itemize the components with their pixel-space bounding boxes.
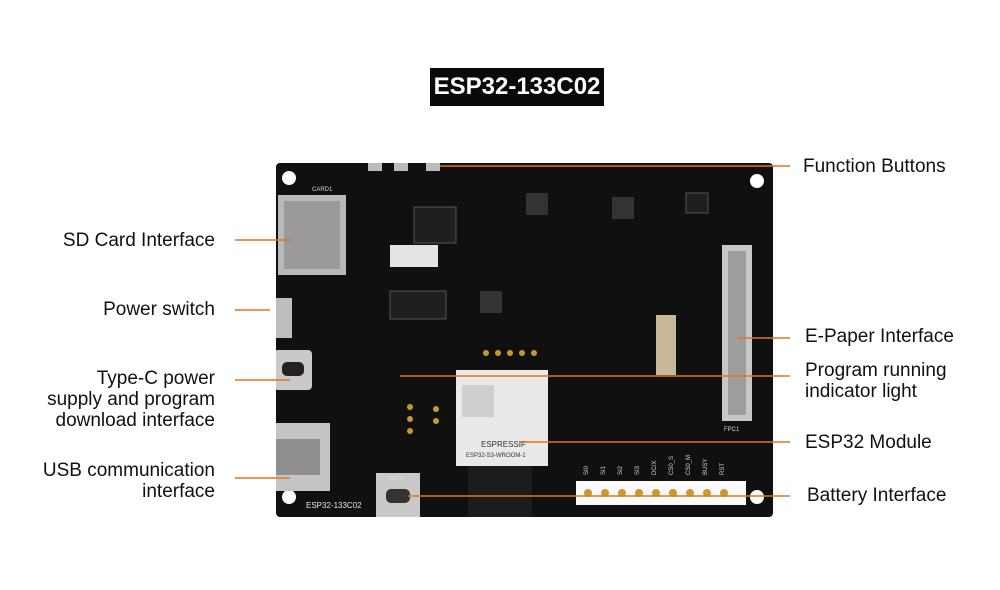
inductor: [612, 197, 634, 219]
pcb-board: CARD1 battre ESPRESSIF ESP32-S3-WROOM-1: [256, 159, 773, 517]
pin-pad: [703, 489, 711, 497]
pin-label: SI2: [618, 465, 624, 475]
pin-pad: [669, 489, 677, 497]
ic-chip: [685, 192, 709, 214]
label-indicator-line2: indicator light: [805, 381, 917, 402]
battery-silk: battre: [388, 476, 404, 482]
card-silk: CARD1: [312, 187, 333, 193]
label-battery: Battery Interface: [807, 485, 947, 506]
pin-label: RST: [720, 463, 726, 475]
pin-pad: [618, 489, 626, 497]
inductor: [480, 291, 502, 313]
pin-pad: [686, 489, 694, 497]
label-power-switch: Power switch: [103, 299, 215, 320]
pin-pad: [584, 489, 592, 497]
mount-hole: [282, 490, 296, 504]
label-function-buttons: Function Buttons: [803, 156, 946, 177]
ic-chip: [389, 290, 447, 320]
label-esp32-module: ESP32 Module: [805, 432, 932, 453]
pin-pad: [652, 489, 660, 497]
pin-label: DC/X: [652, 461, 658, 475]
pin-label: BUSY: [703, 459, 709, 475]
pin-label: SI3: [635, 465, 641, 475]
label-type-c-line2: supply and program: [47, 389, 215, 410]
inductor: [526, 193, 548, 215]
pin-label: CS0_S: [669, 456, 675, 475]
mount-hole: [282, 171, 296, 185]
fpc-silk: FPC1: [724, 427, 740, 433]
product-title: ESP32-133C02: [430, 68, 604, 106]
pin-label: CS0_M: [686, 455, 692, 475]
label-type-c: Type-C power supply and program download…: [47, 368, 215, 431]
pin-pad: [635, 489, 643, 497]
board-name-silk: ESP32-133C02: [306, 501, 362, 510]
power-switch-body: [270, 298, 292, 338]
connector: [390, 245, 438, 267]
pin-pad: [601, 489, 609, 497]
module-model-silk: ESP32-S3-WROOM-1: [466, 453, 526, 459]
label-usb-comm-line1: USB communication: [42, 460, 215, 481]
mount-hole: [750, 174, 764, 188]
pin-label: SI0: [584, 465, 590, 475]
label-type-c-line3: download interface: [55, 410, 216, 431]
label-type-c-line1: Type-C power: [96, 368, 215, 389]
label-usb-comm: USB communication interface: [43, 460, 215, 502]
pin-pad: [720, 489, 728, 497]
label-sd-card: SD Card Interface: [62, 230, 215, 251]
mount-hole: [750, 490, 764, 504]
label-indicator-line1: Program running: [805, 360, 947, 381]
module-brand-silk: ESPRESSIF: [481, 440, 526, 449]
ic-chip: [413, 206, 457, 244]
label-indicator: Program running indicator light: [805, 360, 947, 402]
label-usb-comm-line2: interface: [142, 481, 215, 502]
pcb-illustration: CARD1 battre ESPRESSIF ESP32-S3-WROOM-1: [256, 159, 764, 517]
pin-label: SI1: [601, 465, 607, 475]
capacitor-column: [656, 315, 676, 375]
label-epaper: E-Paper Interface: [805, 326, 954, 347]
